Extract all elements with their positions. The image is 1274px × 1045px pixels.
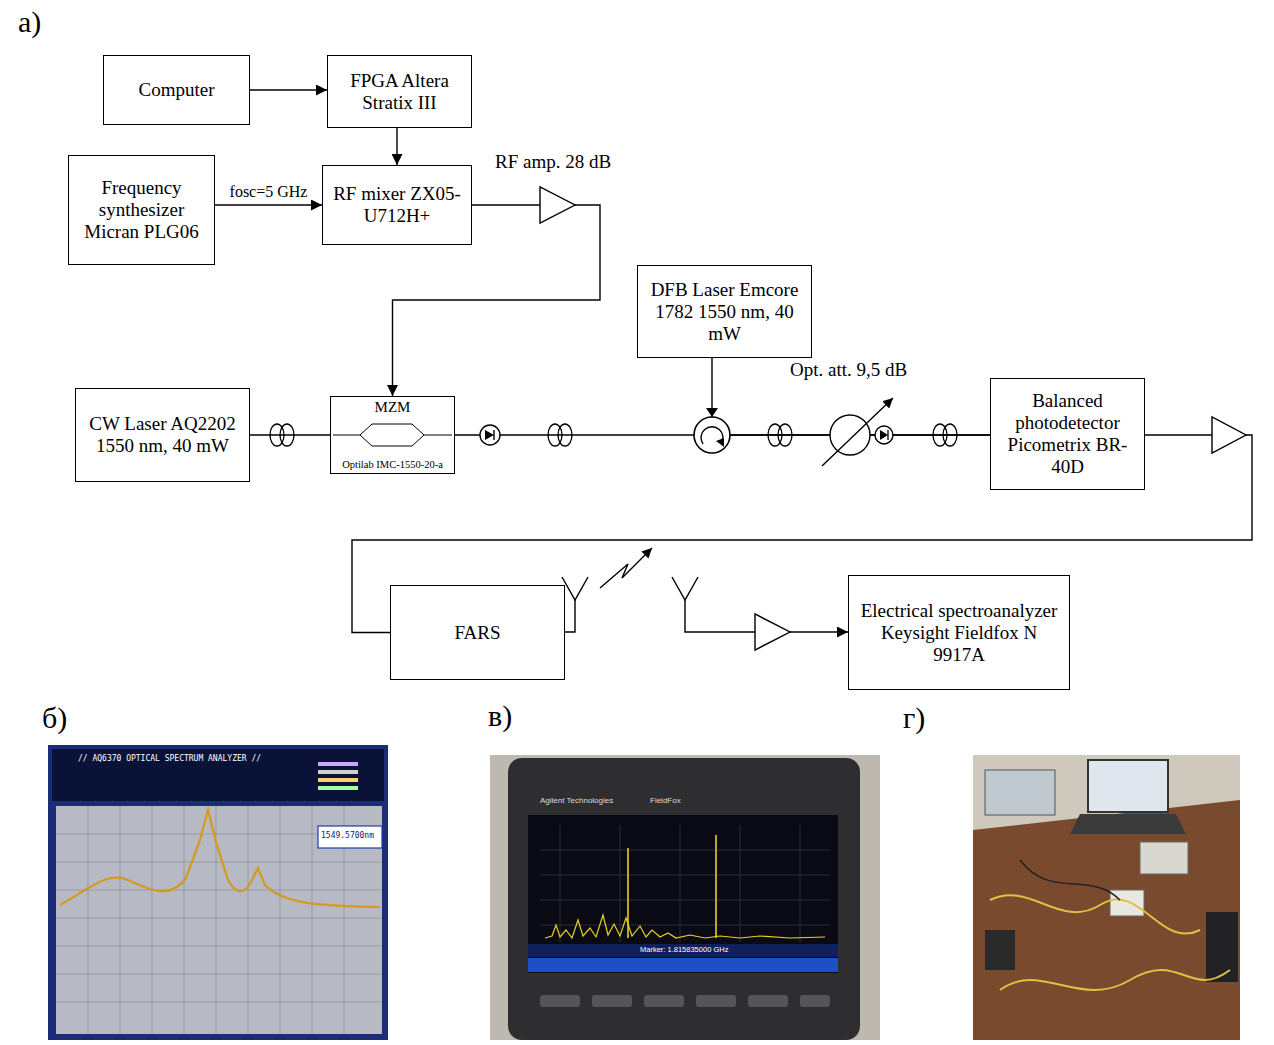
laser-box: DFB Laser Emcore 1782 1550 nm, 40 mW [637,265,812,358]
box-label: Optilab IMC-1550-20-a [342,458,443,471]
panel-letter: в) [488,698,512,734]
signal-connector [250,89,327,90]
box-label: FARS [454,622,500,644]
screen-text: 1549.5700nm [321,831,374,841]
isolator-symbol [480,425,500,445]
screen-text: Marker: 1.815835000 GHz [640,945,728,954]
amplifier-symbol [755,614,790,650]
photo-osa [48,745,388,1040]
screen-text: // AQ6370 OPTICAL SPECTRUM ANALYZER // [78,754,261,764]
box-label: Frequency synthesizer Micran PLG06 [75,177,208,243]
laser-box: CW Laser AQ2202 1550 nm, 40 mW [75,388,250,482]
photo-lab [973,755,1240,1040]
box-label: MZM [375,399,411,416]
component-label: Opt. att. 9,5 dB [790,358,907,381]
box-label: RF mixer ZX05-U712H+ [329,183,465,227]
computer-box: Computer [103,55,250,125]
device-brand: Agilent Technologies [540,796,613,806]
wireless-link [600,548,652,588]
photo-fieldfox [490,755,880,1040]
mixer-box: RF mixer ZX05-U712H+ [322,165,472,245]
amplifier-symbol [540,187,575,223]
signal-connector [215,204,322,205]
photodetector-box: Balanced photodetector Picometrix BR-40D [990,378,1145,490]
box-label: Computer [139,79,215,101]
analyzer-box: Electrical spectroanalyzer Keysight Fiel… [848,575,1070,690]
signal-connector [250,434,330,435]
panel-letter: б) [42,700,67,736]
panel-letter: а) [18,4,41,40]
signal-connector [396,128,397,165]
fpga-box: FPGA Altera Stratix III [327,55,472,128]
attenuator-symbol [822,398,893,466]
signal-label: fosc=5 GHz [228,183,310,201]
panel-letter: г) [903,700,925,736]
box-label: FPGA Altera Stratix III [334,70,465,114]
modulator-box: MZM Optilab IMC-1550-20-a [330,396,455,474]
device-brand: FieldFox [650,796,681,806]
box-label: Electrical spectroanalyzer Keysight Fiel… [855,600,1063,666]
circulator-symbol [694,408,730,453]
box-label: DFB Laser Emcore 1782 1550 nm, 40 mW [644,279,805,345]
amplifier-symbol [1212,417,1246,453]
component-label: RF amp. 28 dB [495,150,611,173]
box-label: Balanced photodetector Picometrix BR-40D [997,390,1138,478]
synthesizer-box: Frequency synthesizer Micran PLG06 [68,155,215,265]
signal-connector [565,600,848,632]
mzm-waveguide [333,424,452,446]
antenna-system-box: FARS [390,585,565,680]
box-label: CW Laser AQ2202 1550 nm, 40 mW [82,413,243,457]
antenna-symbol [562,577,698,600]
